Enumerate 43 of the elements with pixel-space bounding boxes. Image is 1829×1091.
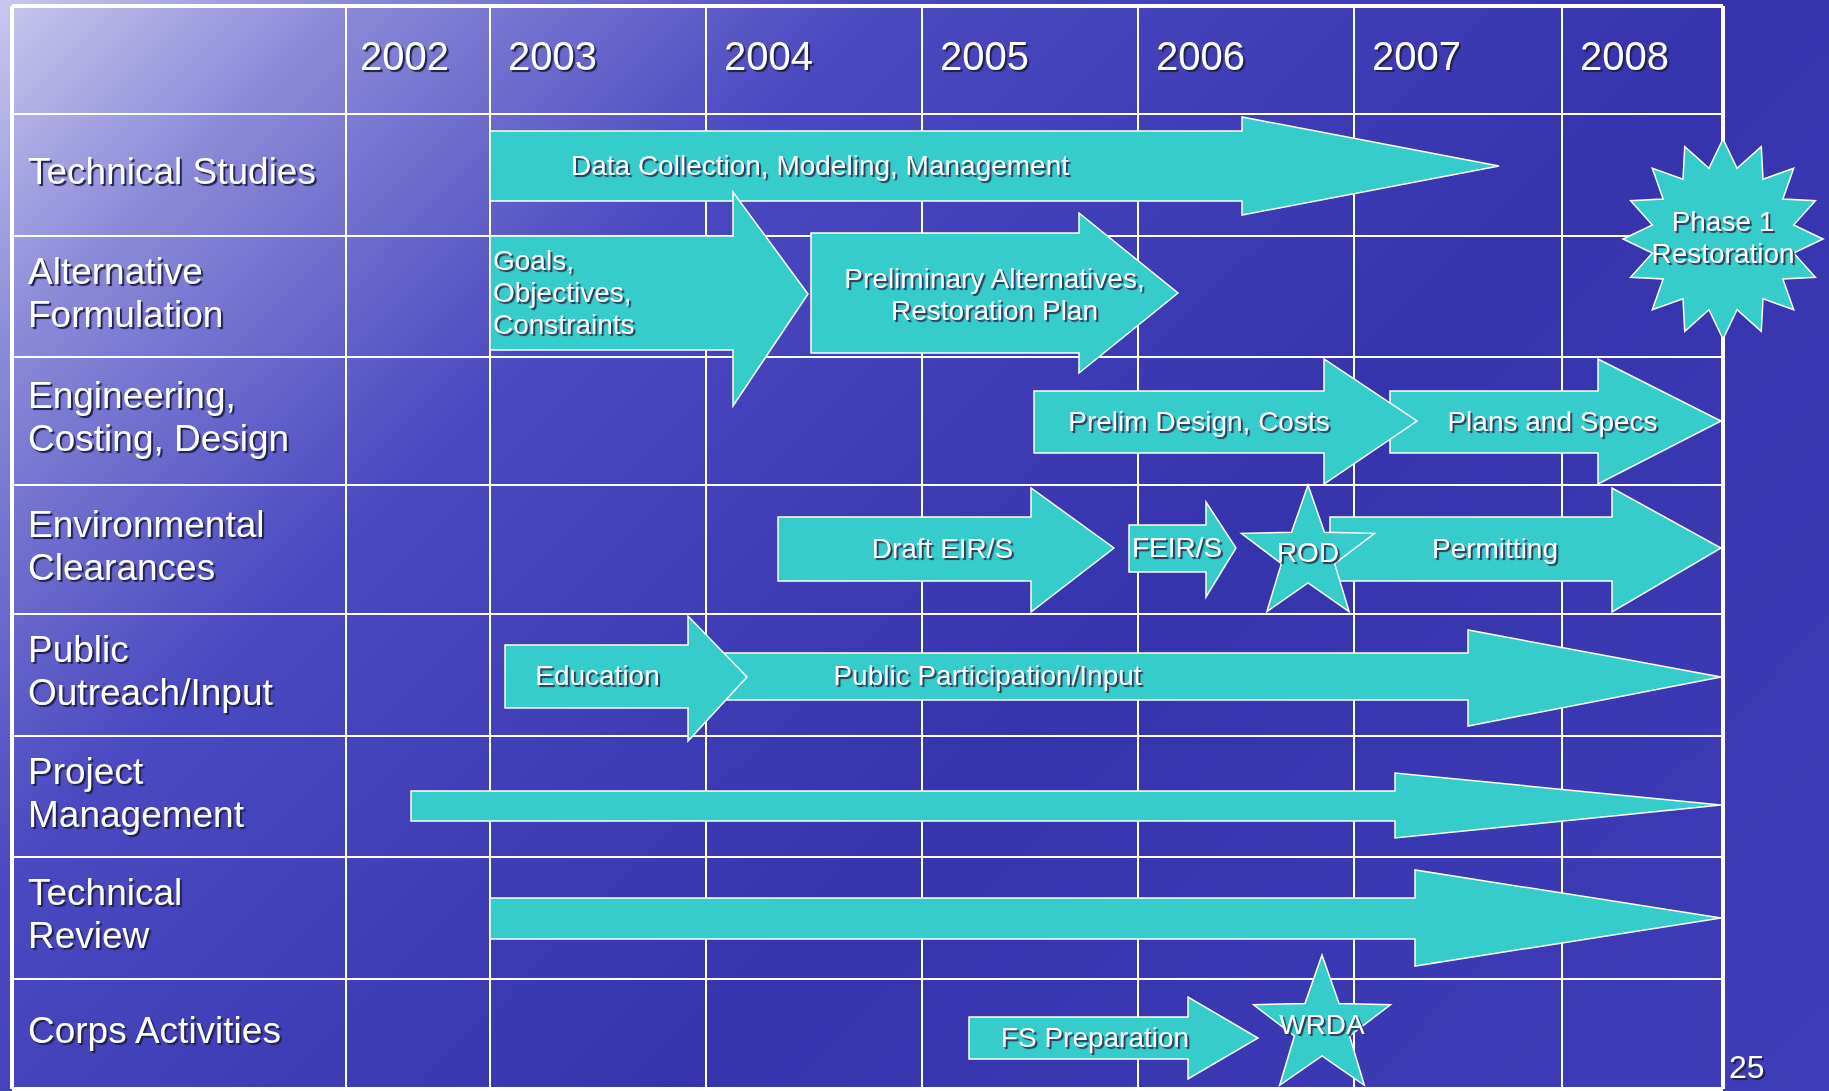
row-header: Environmental Clearances	[28, 502, 266, 590]
year-header: 2007	[1372, 33, 1462, 80]
shape-label: Permitting	[1430, 531, 1559, 566]
arrow-shape	[490, 117, 1499, 215]
arrow-shape	[778, 488, 1114, 612]
arrow-shape	[490, 870, 1721, 966]
row-header: Public Outreach/Input	[28, 628, 274, 715]
starburst-shape	[1623, 139, 1823, 339]
row-header: Technical Review	[28, 871, 184, 958]
shape-label: FEIR/S	[1130, 531, 1224, 566]
arrow-shape	[1390, 359, 1721, 484]
row-header: Corps Activities	[28, 1008, 282, 1053]
year-header: 2003	[508, 33, 598, 80]
shape-label: Plans and Specs	[1446, 404, 1659, 439]
arrow-shape	[505, 616, 747, 741]
page-number: 25	[1729, 1050, 1766, 1084]
row-header: Project Management	[28, 749, 245, 837]
arrow-shape	[1034, 359, 1417, 484]
year-header: 2002	[360, 33, 450, 80]
shape-label: Goals, Objectives, Constraints	[493, 243, 636, 343]
year-header: 2005	[940, 33, 1030, 80]
row-header: Engineering, Costing, Design	[28, 374, 291, 461]
year-header: 2006	[1156, 33, 1246, 80]
shape-label: Education	[534, 659, 661, 694]
year-header: 2004	[724, 33, 814, 80]
shape-label: Draft EIR/S	[870, 531, 1015, 566]
arrow-shape	[723, 630, 1721, 726]
arrow-shape	[969, 997, 1258, 1079]
shape-label: Phase 1 Restoration	[1650, 204, 1796, 271]
shape-label: FS Preparation	[999, 1020, 1191, 1055]
year-header: 2008	[1580, 33, 1670, 80]
shape-label: ROD	[1275, 535, 1341, 570]
arrow-shape	[490, 192, 808, 406]
arrow-shape	[411, 773, 1721, 838]
row-header: Alternative Formulation	[28, 249, 225, 337]
shape-label: Data Collection, Modeling, Management	[569, 148, 1071, 183]
shape-label: Prelim Design, Costs	[1067, 404, 1331, 439]
arrow-shape	[1129, 502, 1236, 597]
shape-label: Preliminary Alternatives, Restoration Plan	[843, 261, 1146, 328]
arrow-shape	[811, 213, 1178, 373]
shape-label: WRDA	[1278, 1007, 1366, 1042]
row-header: Technical Studies	[28, 149, 317, 194]
shape-label: Public Participation/Input	[832, 659, 1143, 694]
